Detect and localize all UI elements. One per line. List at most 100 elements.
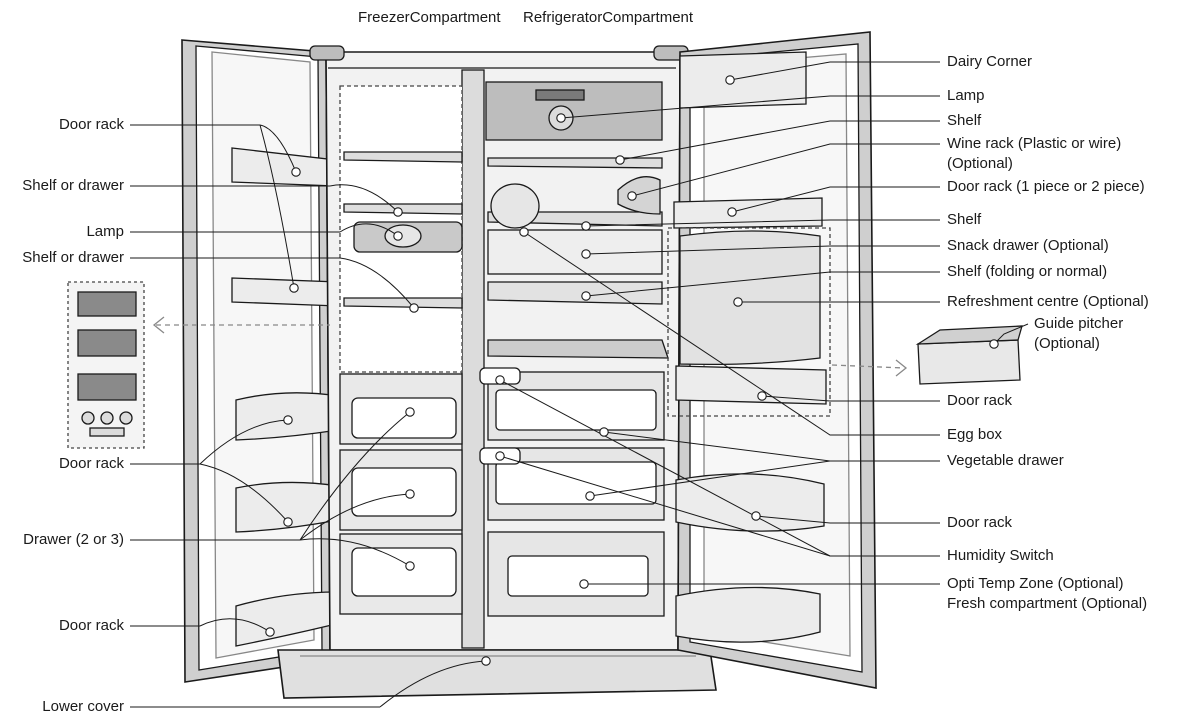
label-left-6-text: Drawer (2 or 3) (23, 531, 124, 548)
leader-left-6-0 (299, 411, 411, 541)
leader-right-4-0 (631, 143, 940, 197)
label-right-8: Shelf (folding or normal) (947, 262, 1107, 282)
label-left-7: Door rack (59, 616, 124, 636)
label-left-3-text: Lamp (86, 223, 124, 240)
marker-left-1-0 (291, 167, 301, 177)
marker-right-13-1 (585, 491, 595, 501)
label-right-13-text: Vegetable drawer (947, 452, 1064, 469)
leader-right-3-0 (619, 120, 940, 161)
marker-left-6-0 (405, 407, 415, 417)
marker-left-8-0 (481, 656, 491, 666)
leader-right-7-0 (585, 245, 940, 255)
marker-left-6-1 (405, 489, 415, 499)
label-left-1: Door rack (59, 115, 124, 135)
leader-left-6-1 (299, 493, 411, 541)
label-right-11: Door rack (947, 391, 1012, 411)
leader-right-12-0 (523, 231, 940, 436)
leader-left-6-2 (299, 538, 411, 567)
marker-right-1-0 (725, 75, 735, 85)
marker-right-16-0 (579, 579, 589, 589)
label-left-2: Shelf or drawer (22, 176, 124, 196)
label-left-7-text: Door rack (58, 617, 124, 634)
marker-right-2-0 (556, 113, 566, 123)
label-left-6: Drawer (2 or 3) (23, 530, 124, 550)
label-right-16-text: Opti Temp Zone (Optional) (947, 575, 1124, 592)
right-door (667, 31, 877, 689)
label-right-16-text: Fresh compartment (Optional) (947, 595, 1148, 612)
marker-right-4-0 (627, 191, 637, 201)
header-freezer: FreezerCompartment (358, 8, 501, 28)
label-left-2-text: Shelf or drawer (22, 177, 124, 194)
marker-left-3-0 (393, 231, 403, 241)
marker-right-5-0 (727, 207, 737, 217)
label-right-4-text: Wine rack (Plastic or wire) (947, 135, 1122, 152)
label-right-3-text: Shelf (947, 112, 982, 129)
marker-left-5-1 (283, 517, 293, 527)
label-left-5: Door rack (59, 454, 124, 474)
label-right-14-text: Door rack (947, 514, 1013, 531)
leader-left-7-0 (199, 618, 271, 633)
label-right-7-text: Snack drawer (Optional) (947, 237, 1109, 254)
leader-right-1-0 (729, 61, 940, 81)
pitcher-inset (831, 325, 1023, 385)
label-right-10-text: (Optional) (1034, 335, 1100, 352)
marker-right-7-0 (581, 249, 591, 259)
marker-left-1-1 (289, 283, 299, 293)
marker-left-4-0 (409, 303, 419, 313)
header-refrigerator-text: Compartment (602, 9, 694, 26)
label-right-15: Humidity Switch (947, 546, 1054, 566)
leader-right-15-1 (499, 455, 940, 557)
marker-left-5-0 (283, 415, 293, 425)
leader-left-3-0 (339, 223, 399, 237)
label-left-3: Lamp (86, 222, 124, 242)
leader-right-6-0 (585, 219, 940, 227)
leader-right-5-0 (731, 186, 940, 213)
label-right-14: Door rack (947, 513, 1012, 533)
label-left-8-text: Lower cover (42, 698, 124, 715)
leader-left-8-0 (379, 660, 487, 708)
label-left-4-text: Shelf or drawer (22, 249, 124, 266)
marker-right-6-0 (581, 221, 591, 231)
label-right-1-text: Dairy Corner (947, 53, 1033, 70)
header-refrigerator-text: Refrigerator (523, 9, 603, 26)
label-right-16: Opti Temp Zone (Optional) Fresh compartme… (947, 574, 1147, 614)
leader-left-1-1 (259, 124, 295, 289)
leader-right-13-1 (589, 460, 940, 497)
marker-left-6-2 (405, 561, 415, 571)
marker-right-9-0 (733, 297, 743, 307)
leader-right-13-0 (603, 431, 940, 462)
header-freezer-text: Freezer (358, 9, 410, 26)
label-right-4-text: (Optional) (947, 155, 1013, 172)
label-right-1: Dairy Corner (947, 52, 1032, 72)
label-right-15-text: Humidity Switch (947, 547, 1054, 564)
marker-right-13-0 (599, 427, 609, 437)
label-right-5-text: Door rack (1 piece or 2 piece) (947, 178, 1145, 195)
label-left-5-text: Door rack (58, 455, 124, 472)
label-right-2: Lamp (947, 86, 985, 106)
marker-right-14-0 (751, 511, 761, 521)
marker-right-8-0 (581, 291, 591, 301)
label-right-6: Shelf (947, 210, 981, 230)
label-right-12-text: Egg box (947, 426, 1003, 443)
label-right-10: Guide pitcher(Optional) (1034, 314, 1123, 354)
label-left-4: Shelf or drawer (22, 248, 124, 268)
freezer-interior (339, 85, 463, 615)
label-right-7: Snack drawer (Optional) (947, 236, 1109, 256)
label-right-9: Refreshment centre (Optional) (947, 292, 1149, 312)
label-right-6-text: Shelf (947, 211, 982, 228)
leader-right-15-0 (499, 379, 940, 557)
leader-right-14-0 (755, 515, 940, 524)
left-door (181, 39, 339, 683)
marker-right-10 (989, 339, 999, 349)
header-refrigerator: RefrigeratorCompartment (523, 8, 693, 28)
fridge-interior (479, 81, 669, 617)
label-right-13: Vegetable drawer (947, 451, 1064, 471)
label-right-12: Egg box (947, 425, 1002, 445)
leader-right-11-0 (761, 395, 940, 402)
freezer-inset (67, 281, 330, 449)
cabinet (277, 45, 717, 699)
marker-left-2-0 (393, 207, 403, 217)
label-right-9-text: Refreshment centre (Optional) (947, 293, 1149, 310)
